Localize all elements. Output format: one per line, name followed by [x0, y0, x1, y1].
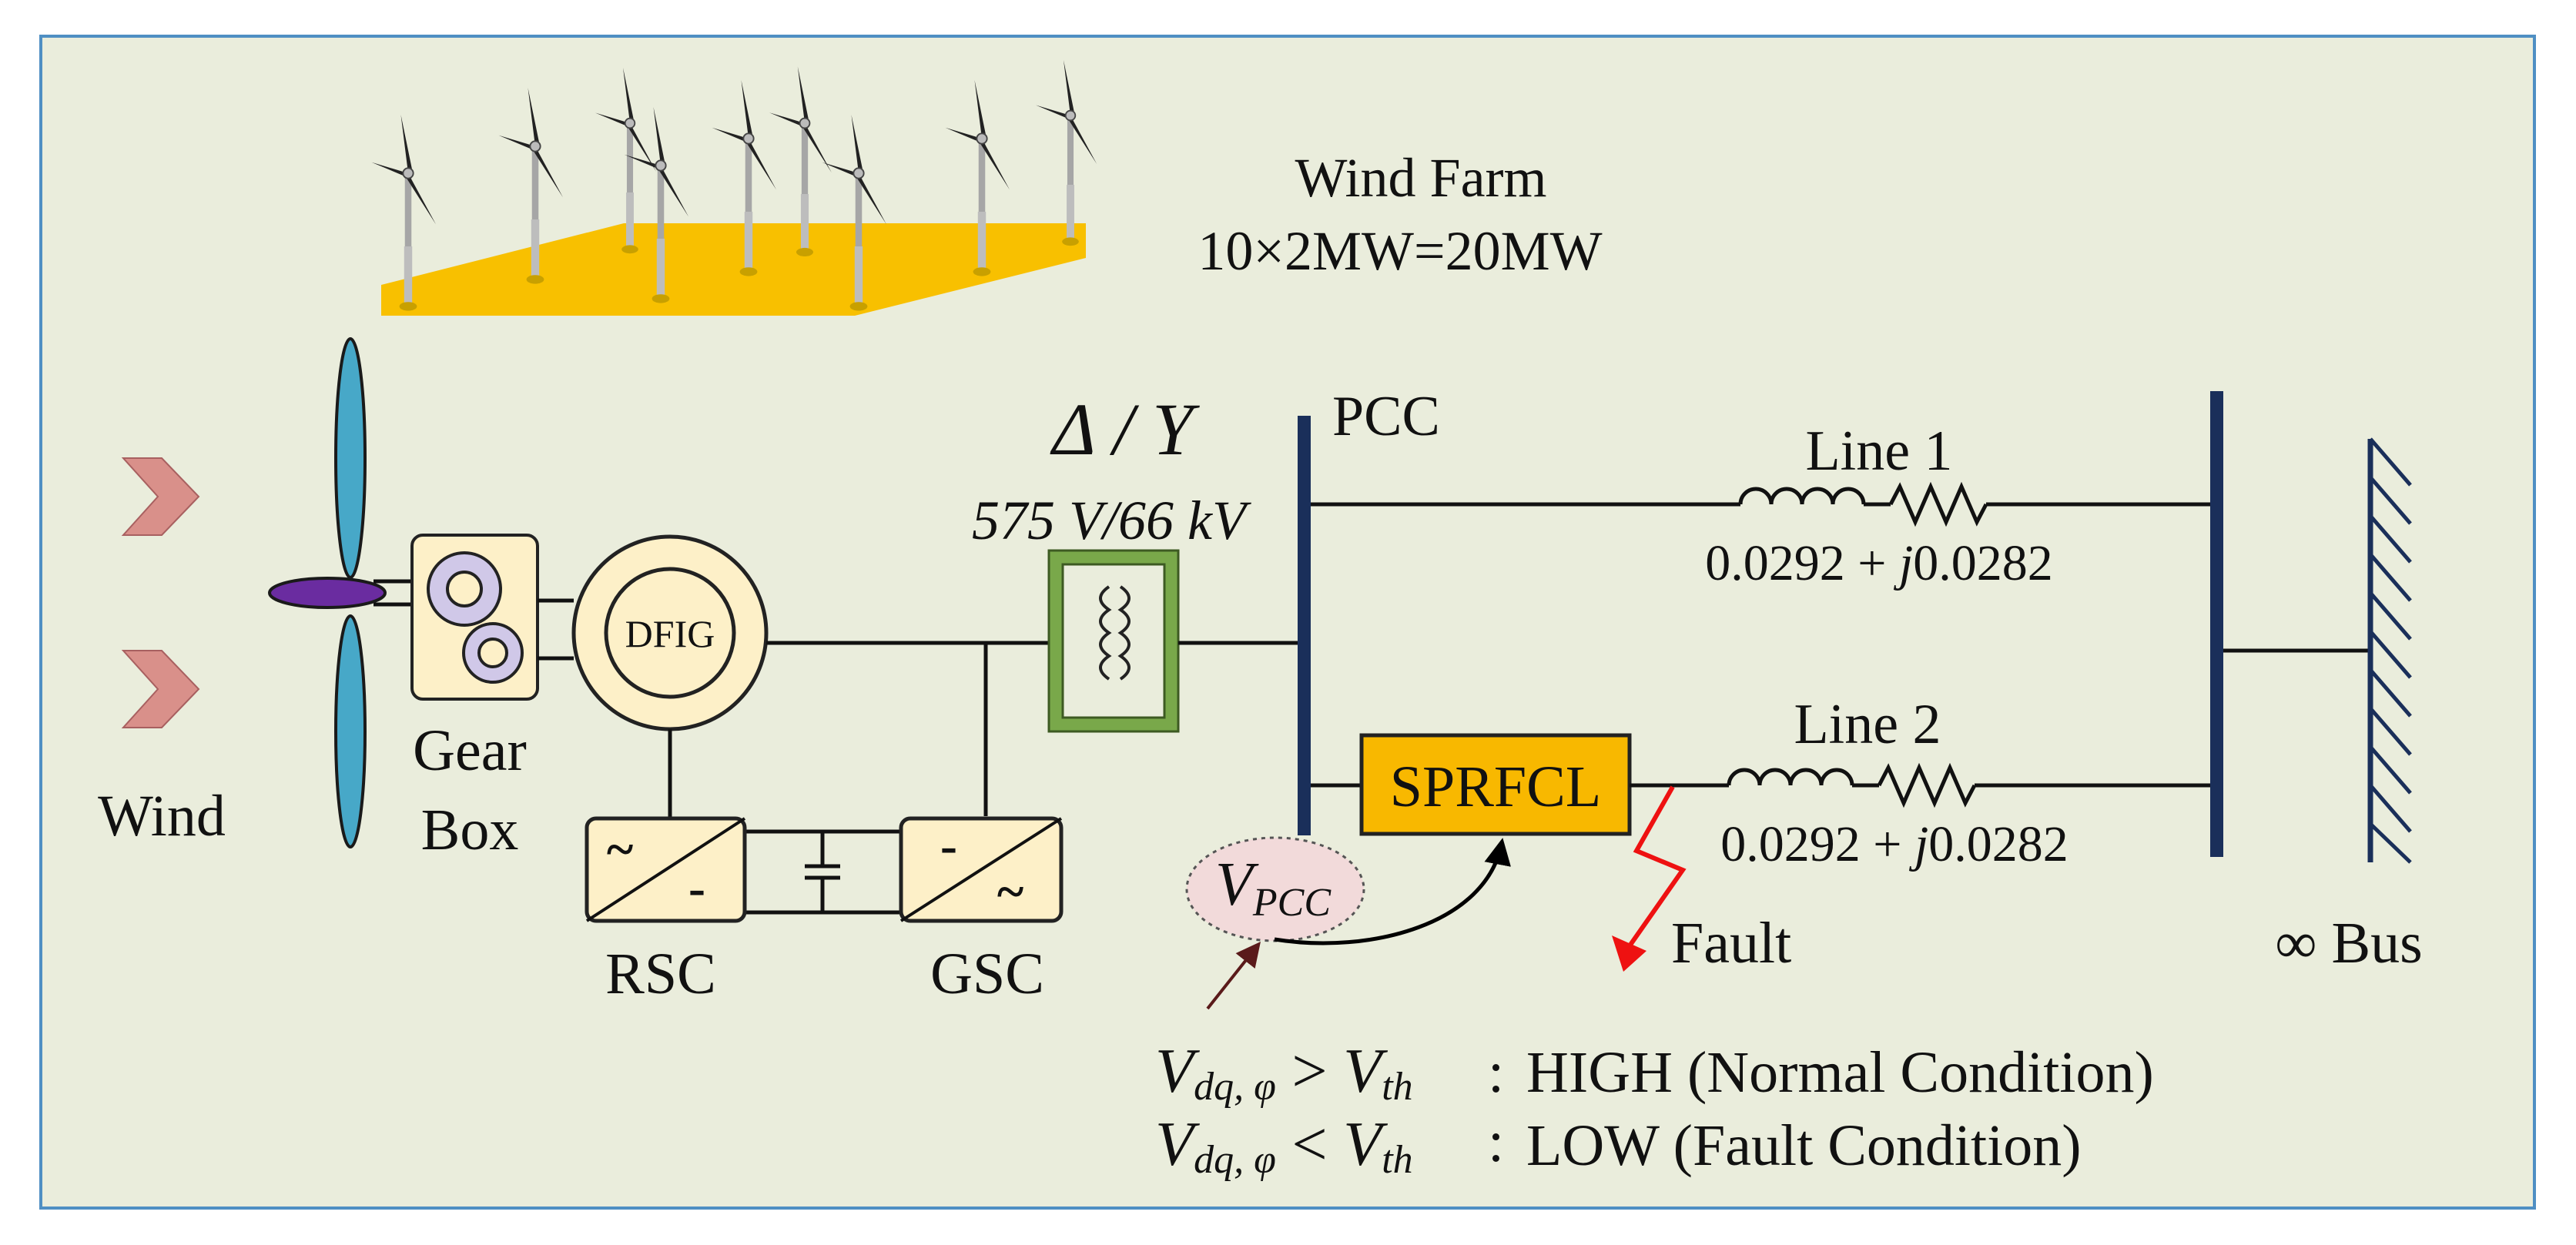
gsc-label: GSC	[930, 942, 1044, 1006]
sprfcl-label: SPRFCL	[1390, 755, 1602, 819]
rsc-converter: ~ -	[585, 816, 747, 923]
inductor-icon	[1738, 487, 1866, 505]
inductor-icon	[1727, 768, 1854, 786]
rsc-ac-symbol: ~	[607, 822, 633, 878]
capacitor-icon	[805, 832, 840, 912]
gsc-dc-symbol: -	[940, 818, 957, 874]
infinite-bus-label: ∞ Bus	[2275, 911, 2422, 976]
condition-high: Vdq, φ > Vth	[1155, 1036, 1413, 1109]
line1-label: Line 1	[1805, 420, 1952, 483]
vpcc-label: VPCC	[1215, 851, 1332, 925]
control-arrow	[1274, 838, 1511, 945]
wind-arrow-upper-icon	[121, 457, 200, 536]
lightning-icon	[1612, 785, 1687, 972]
wind-farm-rating: 10×2MW=20MW	[1198, 220, 1602, 282]
blade-lower	[334, 614, 367, 848]
resistor-icon	[1877, 762, 1977, 808]
gsc-converter: - ~	[899, 816, 1064, 923]
rsc-dc-symbol: -	[688, 860, 705, 916]
ground-hatch-icon	[2367, 437, 2412, 864]
condition-low-result: LOW (Fault Condition)	[1526, 1113, 2082, 1178]
turbine-rotor	[268, 337, 416, 848]
condition-arrow	[1206, 941, 1261, 1010]
wind-arrow-lower-icon	[121, 650, 200, 728]
pcc-bus-bar	[1298, 416, 1311, 835]
blade-upper	[334, 337, 367, 579]
line1-impedance: 0.0292 + j0.0282	[1705, 535, 2053, 591]
receiving-bus-bar	[2210, 391, 2223, 857]
condition-low: Vdq, φ < Vth	[1155, 1109, 1413, 1182]
condition-high-colon: :	[1488, 1040, 1504, 1105]
hub	[268, 577, 387, 609]
gear-label-line1: Gear	[413, 718, 527, 783]
gsc-ac-symbol: ~	[997, 864, 1023, 920]
wind-label: Wind	[98, 784, 226, 848]
line2-label: Line 2	[1794, 693, 1941, 756]
dfig-label: DFIG	[625, 612, 715, 655]
transformer-icon	[1047, 549, 1180, 733]
transformer-rating: 575 V/66 kV	[972, 490, 1251, 551]
gear-box	[410, 534, 539, 701]
transformer-symbol: Δ / Y	[1050, 388, 1200, 470]
wind-farm-title: Wind Farm	[1295, 147, 1546, 209]
condition-low-colon: :	[1488, 1109, 1504, 1174]
wind-farm-ground	[381, 223, 1086, 316]
condition-high-result: HIGH (Normal Condition)	[1526, 1040, 2154, 1105]
dfig-generator: DFIG	[571, 534, 769, 731]
rsc-label: RSC	[605, 942, 716, 1006]
fault-label: Fault	[1671, 911, 1791, 976]
resistor-icon	[1888, 481, 1988, 527]
gear-label-line2: Box	[421, 798, 519, 862]
line2-impedance: 0.0292 + j0.0282	[1720, 816, 2069, 872]
pcc-label: PCC	[1332, 385, 1440, 448]
